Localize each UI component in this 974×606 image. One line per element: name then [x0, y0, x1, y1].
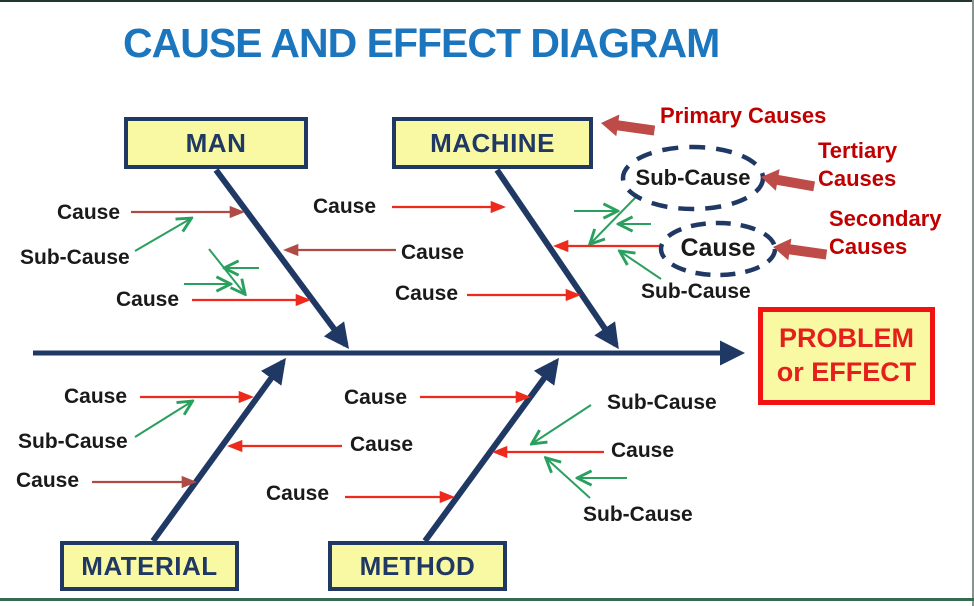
man-subcause-label: Sub-Cause [20, 246, 130, 269]
frame-right-line [972, 0, 974, 606]
primary-causes-block-arrow [601, 114, 656, 137]
page-title: CAUSE AND EFFECT DIAGRAM [123, 20, 720, 66]
man-subbranch-diagonal-arrow [208, 248, 244, 293]
category-label-machine: MACHINE [430, 127, 555, 158]
bone-man [213, 168, 350, 350]
category-label-material: MATERIAL [81, 550, 218, 581]
bone-method [422, 357, 559, 543]
category-box-machine: MACHINE [392, 117, 593, 169]
man-cause1-label: Cause [57, 201, 121, 224]
category-box-man: MAN [124, 117, 308, 169]
material-cause3-label: Cause [350, 433, 414, 456]
material-subcause-label: Sub-Cause [18, 430, 128, 453]
man-subcause-arrow [134, 219, 190, 252]
category-label-man: MAN [185, 127, 247, 158]
method-subcause-top-arrow [533, 404, 592, 443]
machine-cause1-label: Cause [313, 195, 377, 218]
secondary-cause-ellipse [658, 220, 778, 278]
machine-subcause-up-arrow [621, 252, 662, 280]
material-subcause-arrow [134, 402, 191, 438]
secondary-causes-annotation-line1: Secondary [829, 206, 942, 231]
frame-top-line [0, 0, 974, 2]
bone-material [150, 357, 286, 543]
secondary-ellipse-label: Cause [680, 234, 756, 262]
tertiary-ellipse-label: Sub-Cause [635, 165, 751, 190]
machine-cause2-label: Cause [395, 282, 459, 305]
category-box-method: METHOD [328, 541, 507, 591]
primary-causes-annotation: Primary Causes [660, 103, 827, 128]
machine-subcause-label: Sub-Cause [641, 280, 751, 303]
material-cause2-label: Cause [16, 469, 80, 492]
method-subcause-bottom-arrow [547, 459, 591, 499]
method-cause3-label: Cause [611, 439, 675, 462]
man-cause2-label: Cause [116, 288, 180, 311]
tertiary-causes-annotation-line2: Causes [818, 166, 897, 191]
problem-effect-box: PROBLEM or EFFECT [758, 307, 935, 405]
tertiary-causes-block-arrow [761, 169, 816, 192]
method-subcause-bottom-label: Sub-Cause [583, 503, 693, 526]
machine-subbranch-diagonal-arrow [591, 196, 637, 243]
category-label-method: METHOD [359, 550, 476, 581]
method-cause1-label: Cause [344, 386, 408, 409]
man-cause3-label: Cause [401, 241, 465, 264]
frame-bottom-line [0, 598, 974, 601]
material-cause1-label: Cause [64, 385, 128, 408]
method-cause2-label: Cause [266, 482, 330, 505]
problem-effect-line2: or EFFECT [776, 357, 917, 387]
method-subcause-top-label: Sub-Cause [607, 391, 717, 414]
secondary-causes-block-arrow [773, 238, 828, 261]
secondary-causes-annotation-line2: Causes [829, 234, 908, 259]
tertiary-causes-annotation-line1: Tertiary [818, 138, 898, 163]
category-box-material: MATERIAL [60, 541, 239, 591]
bone-machine [494, 168, 619, 350]
problem-effect-line1: PROBLEM [779, 323, 914, 354]
